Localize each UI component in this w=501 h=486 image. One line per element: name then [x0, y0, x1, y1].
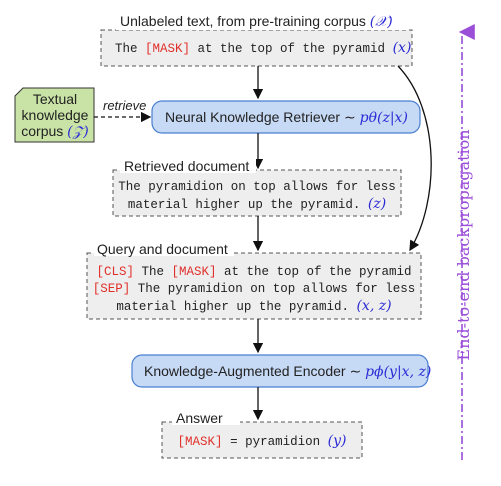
retrieved-line2: material higher up the pyramid. (z) [128, 196, 386, 212]
input-text: The [MASK] at the top of the pyramid (x) [115, 40, 411, 56]
encoder-box [131, 354, 429, 388]
corpus-line1: Textual [33, 91, 77, 107]
retrieve-label: retrieve [103, 98, 146, 113]
answer-box [161, 421, 363, 459]
query-box [86, 252, 422, 320]
answer-title: Answer [176, 410, 223, 426]
arrow-input-query [397, 65, 432, 252]
retrieved-title: Retrieved document [124, 158, 249, 174]
retriever-box [151, 100, 421, 134]
corpus-box [14, 87, 95, 143]
query-title: Query and document [97, 241, 228, 257]
input-title: Unlabeled text, from pre-training corpus… [120, 13, 393, 30]
corpus-line3: corpus (𝒵) [21, 123, 89, 140]
retrieved-box [112, 169, 402, 217]
retrieved-line1: The pyramidion on top allows for less [118, 180, 396, 194]
backprop-label: End-to-end backpropagation [454, 129, 473, 360]
input-box [100, 29, 413, 67]
answer-text: [MASK] = pyramidion (y) [178, 433, 347, 449]
corpus-line2: knowledge [22, 107, 89, 123]
encoder-label: Knowledge-Augmented Encoder ∼ pϕ(y|x, z) [144, 363, 431, 380]
query-line3: material higher up the pyramid. (x, z) [116, 298, 391, 314]
retriever-label: Neural Knowledge Retriever ∼ pθ(z|x) [165, 109, 408, 126]
query-line2: [SEP] The pyramidion on top allows for l… [93, 282, 416, 296]
query-line1: [CLS] The [MASK] at the top of the pyram… [96, 265, 411, 279]
